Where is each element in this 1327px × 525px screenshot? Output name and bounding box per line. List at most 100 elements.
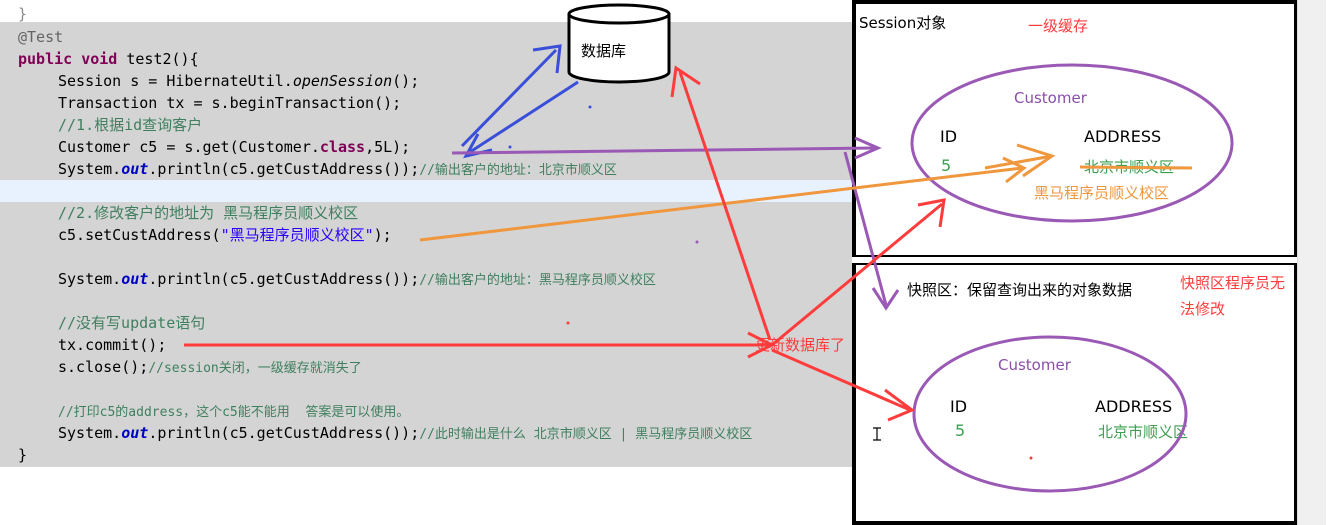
red-arrow-to-snapshot <box>771 348 911 412</box>
orange-inner-arrowhead <box>1016 143 1056 178</box>
code-line-comment-2[interactable]: //2.修改客户的地址为 黑马程序员顺义校区 <box>58 203 358 223</box>
blue-dot <box>508 145 512 149</box>
code-text: .println(c5.getCustAddress()); <box>148 424 420 442</box>
snapshot-address-header: ADDRESS <box>1095 397 1173 416</box>
code-line-session[interactable]: Session s = HibernateUtil.openSession(); <box>58 71 419 91</box>
snapshot-note-line2: 法修改 <box>1180 300 1226 318</box>
blue-arrowhead-to-db <box>532 44 562 74</box>
database-cylinder-icon <box>567 3 671 84</box>
snapshot-customer-label: Customer <box>998 356 1071 374</box>
comment-text: //2.修改客户的地址为 黑马程序员顺义校区 <box>58 204 359 222</box>
purple-dot <box>695 240 699 244</box>
purple-arrow-to-snapshot <box>843 151 888 306</box>
blue-arrow-from-db <box>469 80 579 154</box>
keyword: class <box>319 138 366 156</box>
code-line-get[interactable]: Customer c5 = s.get(Customer.class,5L); <box>58 137 410 157</box>
snapshot-ellipse <box>912 335 1188 493</box>
red-dot <box>1029 456 1033 460</box>
code-line-println-3[interactable]: System.out.println(c5.getCustAddress());… <box>58 423 752 445</box>
orange-arrow-to-cache <box>419 166 1023 242</box>
code-line-comment-4[interactable]: //打印c5的address，这个c5能不能用 答案是可以使用。 <box>58 401 409 423</box>
orange-arrowhead-to-cache <box>1002 156 1027 184</box>
code-text: } <box>18 5 28 23</box>
text-cursor-icon <box>873 427 881 441</box>
red-dot <box>566 321 570 325</box>
snapshot-id-value: 5 <box>955 421 966 440</box>
code-line-annotation[interactable]: @Test <box>18 27 63 47</box>
comment-text: //session关闭，一级缓存就消失了 <box>148 361 362 376</box>
code-text: openSession <box>292 72 393 90</box>
comment-text: //打印c5的address，这个c5能不能用 答案是可以使用。 <box>58 405 410 420</box>
comment-text: //输出客户的地址：北京市顺义区 <box>419 163 617 178</box>
code-text: tx.commit(); <box>58 336 167 354</box>
code-text: } <box>18 446 28 464</box>
code-line-set[interactable]: c5.setCustAddress("黑马程序员顺义校区"); <box>58 225 392 245</box>
annotation-text: @Test <box>18 28 64 46</box>
cache-ellipse <box>910 63 1234 223</box>
code-line-println-2[interactable]: System.out.println(c5.getCustAddress());… <box>58 269 656 291</box>
red-arrow-to-cache <box>771 202 943 347</box>
code-editor-panel <box>0 22 852 467</box>
blue-dot <box>588 105 592 109</box>
code-text: Session s = HibernateUtil. <box>58 72 293 90</box>
code-text: c5.setCustAddress( <box>58 226 221 244</box>
purple-arrowhead-to-cache <box>854 136 882 160</box>
code-line-prev: } <box>18 4 27 24</box>
red-arrow-to-db <box>678 71 772 341</box>
current-line-highlight <box>0 180 852 202</box>
code-text: Transaction tx = s.beginTransaction(); <box>58 94 402 112</box>
field-text: out <box>121 160 149 178</box>
code-line-closing-brace[interactable]: } <box>18 445 27 465</box>
snapshot-area-box <box>852 263 1298 525</box>
code-line-close[interactable]: s.close();//session关闭，一级缓存就消失了 <box>58 357 362 379</box>
code-line-comment-3[interactable]: //没有写update语句 <box>58 313 205 333</box>
red-arrowhead-to-snapshot <box>884 388 916 422</box>
snapshot-note-line1: 快照区程序员无 <box>1180 274 1286 292</box>
blue-arrow-to-db <box>460 48 558 148</box>
snapshot-id-header: ID <box>950 397 968 416</box>
address-header: ADDRESS <box>1084 127 1162 146</box>
field-text: out <box>121 424 149 442</box>
scrollbar[interactable] <box>1297 0 1326 525</box>
comment-text: //此时输出是什么 北京市顺义区 | 黑马程序员顺义校区 <box>419 427 753 442</box>
session-object-box <box>852 0 1298 257</box>
code-line-transaction[interactable]: Transaction tx = s.beginTransaction(); <box>58 93 401 113</box>
keyword: public <box>18 50 73 68</box>
code-text: .println(c5.getCustAddress()); <box>148 160 420 178</box>
strikethrough-line <box>1079 165 1193 170</box>
code-text: s.close(); <box>58 358 149 376</box>
field-text: out <box>121 270 149 288</box>
code-text: ); <box>373 226 392 244</box>
red-arrowhead-to-db <box>670 65 701 98</box>
id-value: 5 <box>941 156 952 175</box>
snapshot-title: 快照区：保留查询出来的对象数据 <box>907 281 1133 299</box>
red-arrowhead-to-cache <box>917 198 946 228</box>
customer-label: Customer <box>1014 89 1087 107</box>
database-label: 数据库 <box>581 42 627 60</box>
code-text: System. <box>58 270 122 288</box>
new-address-value: 黑马程序员顺义校区 <box>1034 184 1170 202</box>
session-title: Session对象 <box>859 14 947 32</box>
comment-text: //输出客户的地址：黑马程序员顺义校区 <box>419 273 656 288</box>
method-signature: test2(){ <box>117 50 199 68</box>
code-text: .println(c5.getCustAddress()); <box>148 270 420 288</box>
code-line-println-1[interactable]: System.out.println(c5.getCustAddress());… <box>58 159 617 181</box>
string-literal: "黑马程序员顺义校区" <box>220 226 374 244</box>
comment-text: //没有写update语句 <box>58 314 206 332</box>
orange-inner-arrow <box>984 154 1053 170</box>
comment-text: //1.根据id查询客户 <box>58 116 203 134</box>
id-header: ID <box>940 127 958 146</box>
keyword: void <box>81 50 118 68</box>
first-level-cache-label: 一级缓存 <box>1028 17 1089 35</box>
code-text: System. <box>58 424 122 442</box>
code-line-commit[interactable]: tx.commit(); <box>58 335 166 355</box>
code-line-comment-1[interactable]: //1.根据id查询客户 <box>58 115 202 135</box>
code-text: ,5L); <box>365 138 411 156</box>
code-line-method[interactable]: public void test2(){ <box>18 49 199 69</box>
purple-arrow-to-cache <box>451 146 875 155</box>
purple-arrowhead-to-snapshot <box>871 287 900 311</box>
code-text: System. <box>58 160 122 178</box>
code-text: Customer c5 = s.get(Customer. <box>58 138 320 156</box>
code-text: (); <box>392 72 420 90</box>
